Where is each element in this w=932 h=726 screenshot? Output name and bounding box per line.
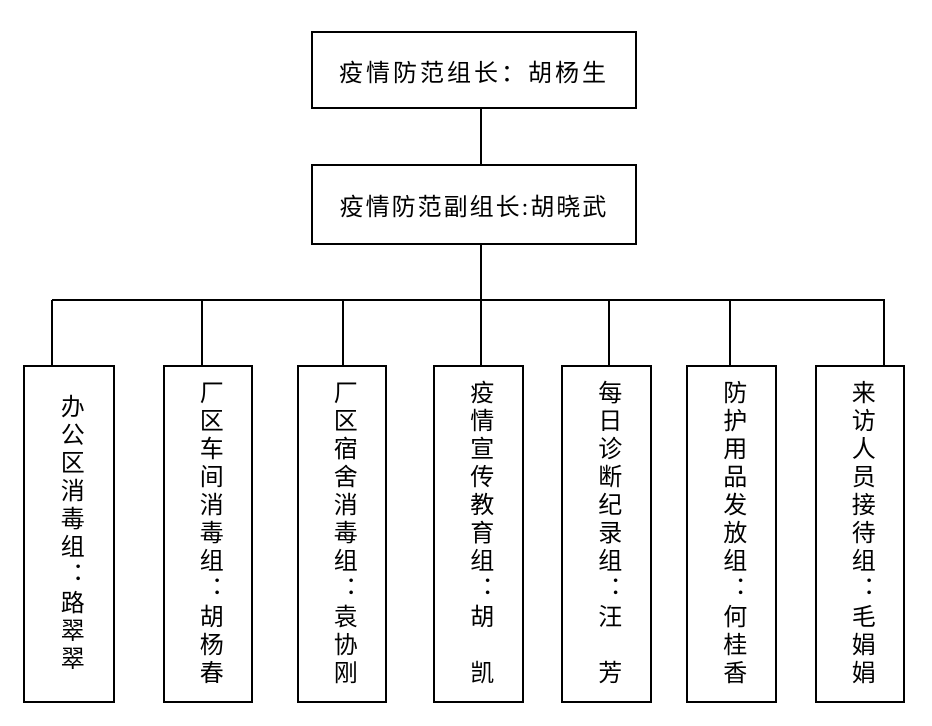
group-label: 厂区宿舍消毒组：袁协刚	[329, 380, 356, 688]
group-box-publicity-education: 疫情宣传教育组：胡 凯	[433, 365, 524, 703]
connector-stub-1	[51, 300, 53, 365]
group-box-dormitory-disinfection: 厂区宿舍消毒组：袁协刚	[297, 365, 387, 703]
group-box-daily-diagnosis-record: 每日诊断纪录组：汪 芳	[561, 365, 652, 703]
connector-stub-4	[480, 300, 482, 365]
group-label: 来访人员接待组：毛娟娟	[847, 380, 874, 688]
connector-stub-6	[729, 300, 731, 365]
group-box-workshop-disinfection: 厂区车间消毒组：胡杨春	[163, 365, 253, 703]
group-label: 疫情宣传教育组：胡 凯	[465, 380, 492, 688]
connector-stub-3	[342, 300, 344, 365]
connector-deputy-rail	[480, 245, 482, 300]
connector-rail	[52, 299, 885, 301]
connector-stub-2	[201, 300, 203, 365]
deputy-label: 疫情防范副组长:胡晓武	[339, 195, 609, 221]
group-box-office-disinfection: 办公区消毒组：路翠翠	[23, 365, 115, 703]
group-box-visitor-reception: 来访人员接待组：毛娟娟	[815, 365, 905, 703]
leader-box: 疫情防范组长：胡杨生	[311, 31, 637, 109]
leader-label: 疫情防范组长：胡杨生	[339, 60, 609, 87]
connector-leader-deputy	[480, 109, 482, 164]
group-label: 办公区消毒组：路翠翠	[56, 394, 83, 674]
group-label: 每日诊断纪录组：汪 芳	[593, 380, 620, 688]
group-label: 厂区车间消毒组：胡杨春	[195, 380, 222, 688]
connector-stub-5	[608, 300, 610, 365]
connector-stub-7	[883, 300, 885, 365]
deputy-box: 疫情防范副组长:胡晓武	[311, 164, 637, 245]
group-label: 防护用品发放组：何桂香	[718, 380, 745, 688]
group-box-protective-supplies: 防护用品发放组：何桂香	[686, 365, 777, 703]
